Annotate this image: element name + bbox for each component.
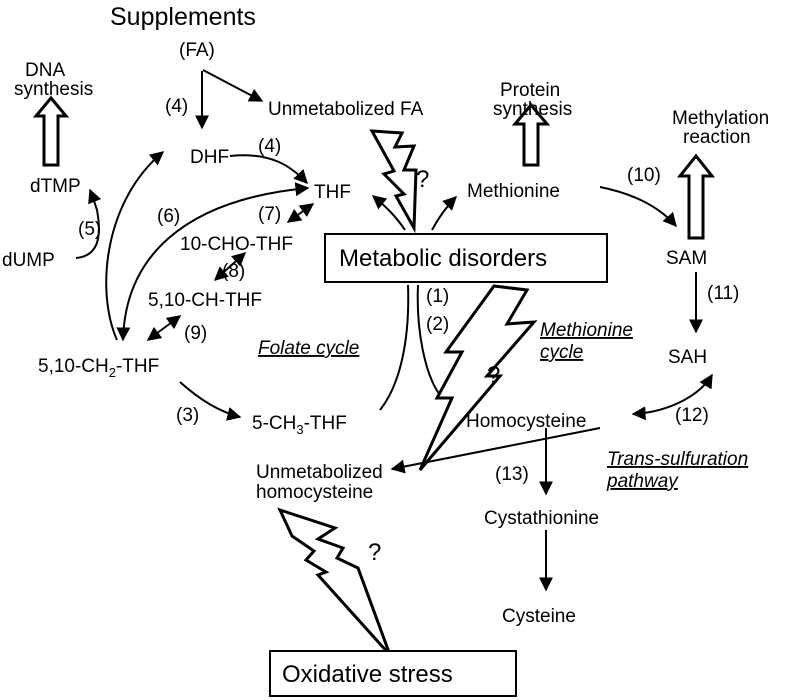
dna-synthesis-label-2: synthesis xyxy=(14,79,93,100)
protein-synthesis-label-2: synthesis xyxy=(493,99,572,120)
lightning-bolt-top-icon xyxy=(369,129,418,234)
dna-synthesis-arrow-icon xyxy=(32,95,70,167)
ch2-thf-label: 5,10-CH2-THF xyxy=(38,356,159,380)
step-1-label: (1) xyxy=(426,286,449,307)
step-7-label: (7) xyxy=(258,204,281,225)
step-10-label: (10) xyxy=(627,165,661,186)
trans-sulfuration-label-2: pathway xyxy=(606,471,679,492)
cysteine-label: Cysteine xyxy=(502,606,576,627)
sah-label: SAH xyxy=(668,347,707,368)
fa-label: (FA) xyxy=(179,40,215,61)
dhf-label: DHF xyxy=(190,147,229,168)
step-9-label: (9) xyxy=(184,323,207,344)
question-mark-middle: ? xyxy=(487,362,500,389)
oxidative-stress-box xyxy=(269,650,517,697)
step-4a-label: (4) xyxy=(165,96,188,117)
ch3-thf-label: 5-CH3-THF xyxy=(252,413,347,437)
question-mark-top: ? xyxy=(416,166,429,193)
question-mark-bottom: ? xyxy=(368,539,381,566)
metabolic-disorders-box xyxy=(324,233,608,283)
methylation-label-1: Methylation xyxy=(672,108,769,129)
thf-label: THF xyxy=(314,182,351,203)
step-11-label: (11) xyxy=(707,283,739,304)
ch-thf-label: 5,10-CH-THF xyxy=(148,290,262,311)
supplements-heading: Supplements xyxy=(110,3,256,31)
cystathionine-label: Cystathionine xyxy=(484,508,599,529)
step-3-label: (3) xyxy=(176,405,199,426)
protein-synthesis-arrow-icon xyxy=(511,102,551,167)
methionine-cycle-label-2: cycle xyxy=(540,342,583,363)
dump-label: dUMP xyxy=(2,250,55,271)
dna-synthesis-label-1: DNA xyxy=(25,60,65,81)
protein-synthesis-label-1: Protein xyxy=(500,80,560,101)
step-4b-label: (4) xyxy=(258,136,281,157)
lightning-bolt-bottom-icon xyxy=(277,507,392,657)
dtmp-label: dTMP xyxy=(30,176,81,197)
folate-cycle-label: Folate cycle xyxy=(258,338,359,359)
methylation-arrow-icon xyxy=(676,153,716,240)
metabolic-disorders-label: Metabolic disorders xyxy=(339,245,547,272)
step-13-label: (13) xyxy=(495,464,529,485)
methionine-cycle-label-1: Methionine xyxy=(540,320,633,341)
step-8-label: (8) xyxy=(222,261,245,282)
methionine-label: Methionine xyxy=(467,181,560,202)
lightning-bolt-middle-icon xyxy=(418,284,538,471)
step-12-label: (12) xyxy=(675,405,709,426)
step-5-label: (5) xyxy=(78,219,101,240)
sam-label: SAM xyxy=(666,248,707,269)
unmetabolized-homocysteine-label-2: homocysteine xyxy=(256,482,373,503)
cho-thf-label: 10-CHO-THF xyxy=(180,234,293,255)
unmetabolized-homocysteine-label-1: Unmetabolized xyxy=(256,462,383,483)
oxidative-stress-label: Oxidative stress xyxy=(282,661,453,688)
methylation-label-2: reaction xyxy=(683,127,751,148)
homocysteine-label: Homocysteine xyxy=(466,411,586,432)
step-6-label: (6) xyxy=(157,206,180,227)
trans-sulfuration-label-1: Trans-sulfuration xyxy=(607,449,748,470)
unmetabolized-fa-label: Unmetabolized FA xyxy=(268,99,424,120)
step-2-label: (2) xyxy=(426,314,449,335)
